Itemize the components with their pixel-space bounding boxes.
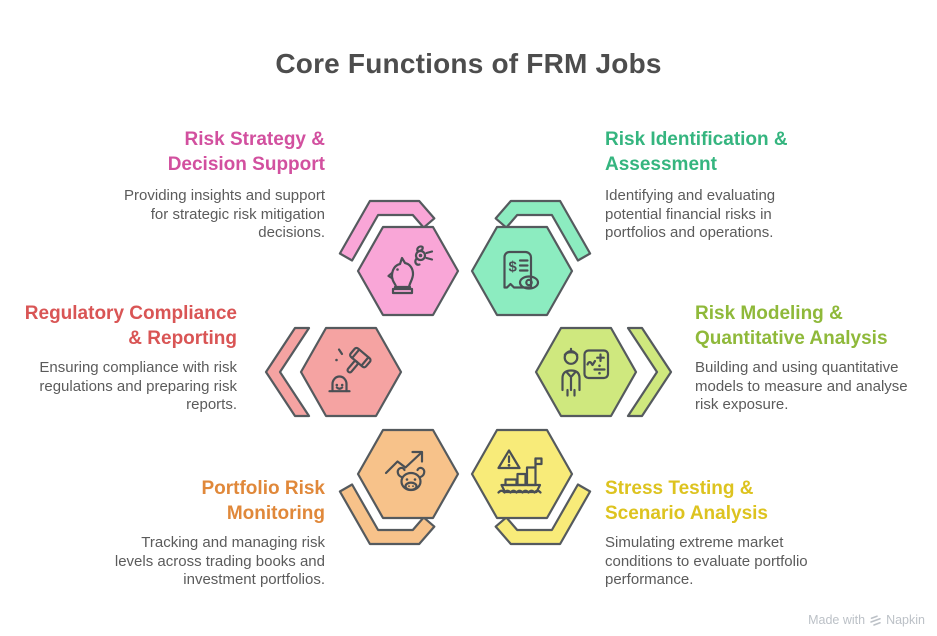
heading-risk-strategy: Risk Strategy & Decision Support: [167, 129, 325, 175]
chess-knight-idea-icon: [387, 245, 434, 295]
warning-ship-icon: [497, 449, 543, 494]
napkin-logo-icon: [870, 614, 881, 626]
description-portfolio-risk: Tracking and managing risk levels across…: [114, 534, 325, 588]
hexagon-risk-identification: $: [470, 199, 592, 317]
hexagon-portfolio-risk: [338, 428, 460, 546]
hexagon-decoration: [534, 326, 673, 418]
watermark-text: Made with: [808, 613, 866, 627]
trend-bull-icon: [384, 450, 426, 492]
person-mathboard-icon: [561, 347, 610, 397]
watermark-brand: Napkin: [886, 613, 925, 627]
hexagon-risk-modeling: [534, 326, 673, 418]
svg-text:$: $: [509, 259, 518, 276]
description-risk-strategy: Providing insights and support for strat…: [124, 187, 325, 241]
watermark: Made with Napkin: [808, 613, 925, 627]
hexagon-decoration: [338, 428, 460, 546]
hexagon-decoration: [470, 428, 592, 546]
gavel-figure-icon: [328, 346, 372, 393]
description-risk-modeling: Building and using quantitative models t…: [695, 359, 908, 413]
page-title: Core Functions of FRM Jobs: [275, 48, 662, 79]
heading-risk-identification: Risk Identification & Assessment: [605, 129, 788, 175]
hexagon-decoration: [338, 199, 460, 317]
hexagon-decoration: [264, 326, 403, 418]
heading-stress-testing: Stress Testing & Scenario Analysis: [605, 478, 768, 524]
hexagon-regulatory-compliance: [264, 326, 403, 418]
heading-regulatory-compliance: Regulatory Compliance & Reporting: [24, 303, 237, 349]
heading-portfolio-risk: Portfolio Risk Monitoring: [201, 478, 325, 524]
description-regulatory-compliance: Ensuring compliance with risk regulation…: [39, 359, 237, 413]
description-risk-identification: Identifying and evaluating potential fin…: [605, 187, 776, 241]
receipt-eye-icon: $: [503, 250, 540, 290]
heading-risk-modeling: Risk Modeling & Quantitative Analysis: [695, 303, 888, 349]
hexagon-stress-testing: [470, 428, 592, 546]
hexagon-risk-strategy: [338, 199, 460, 317]
description-stress-testing: Simulating extreme market conditions to …: [605, 534, 808, 588]
